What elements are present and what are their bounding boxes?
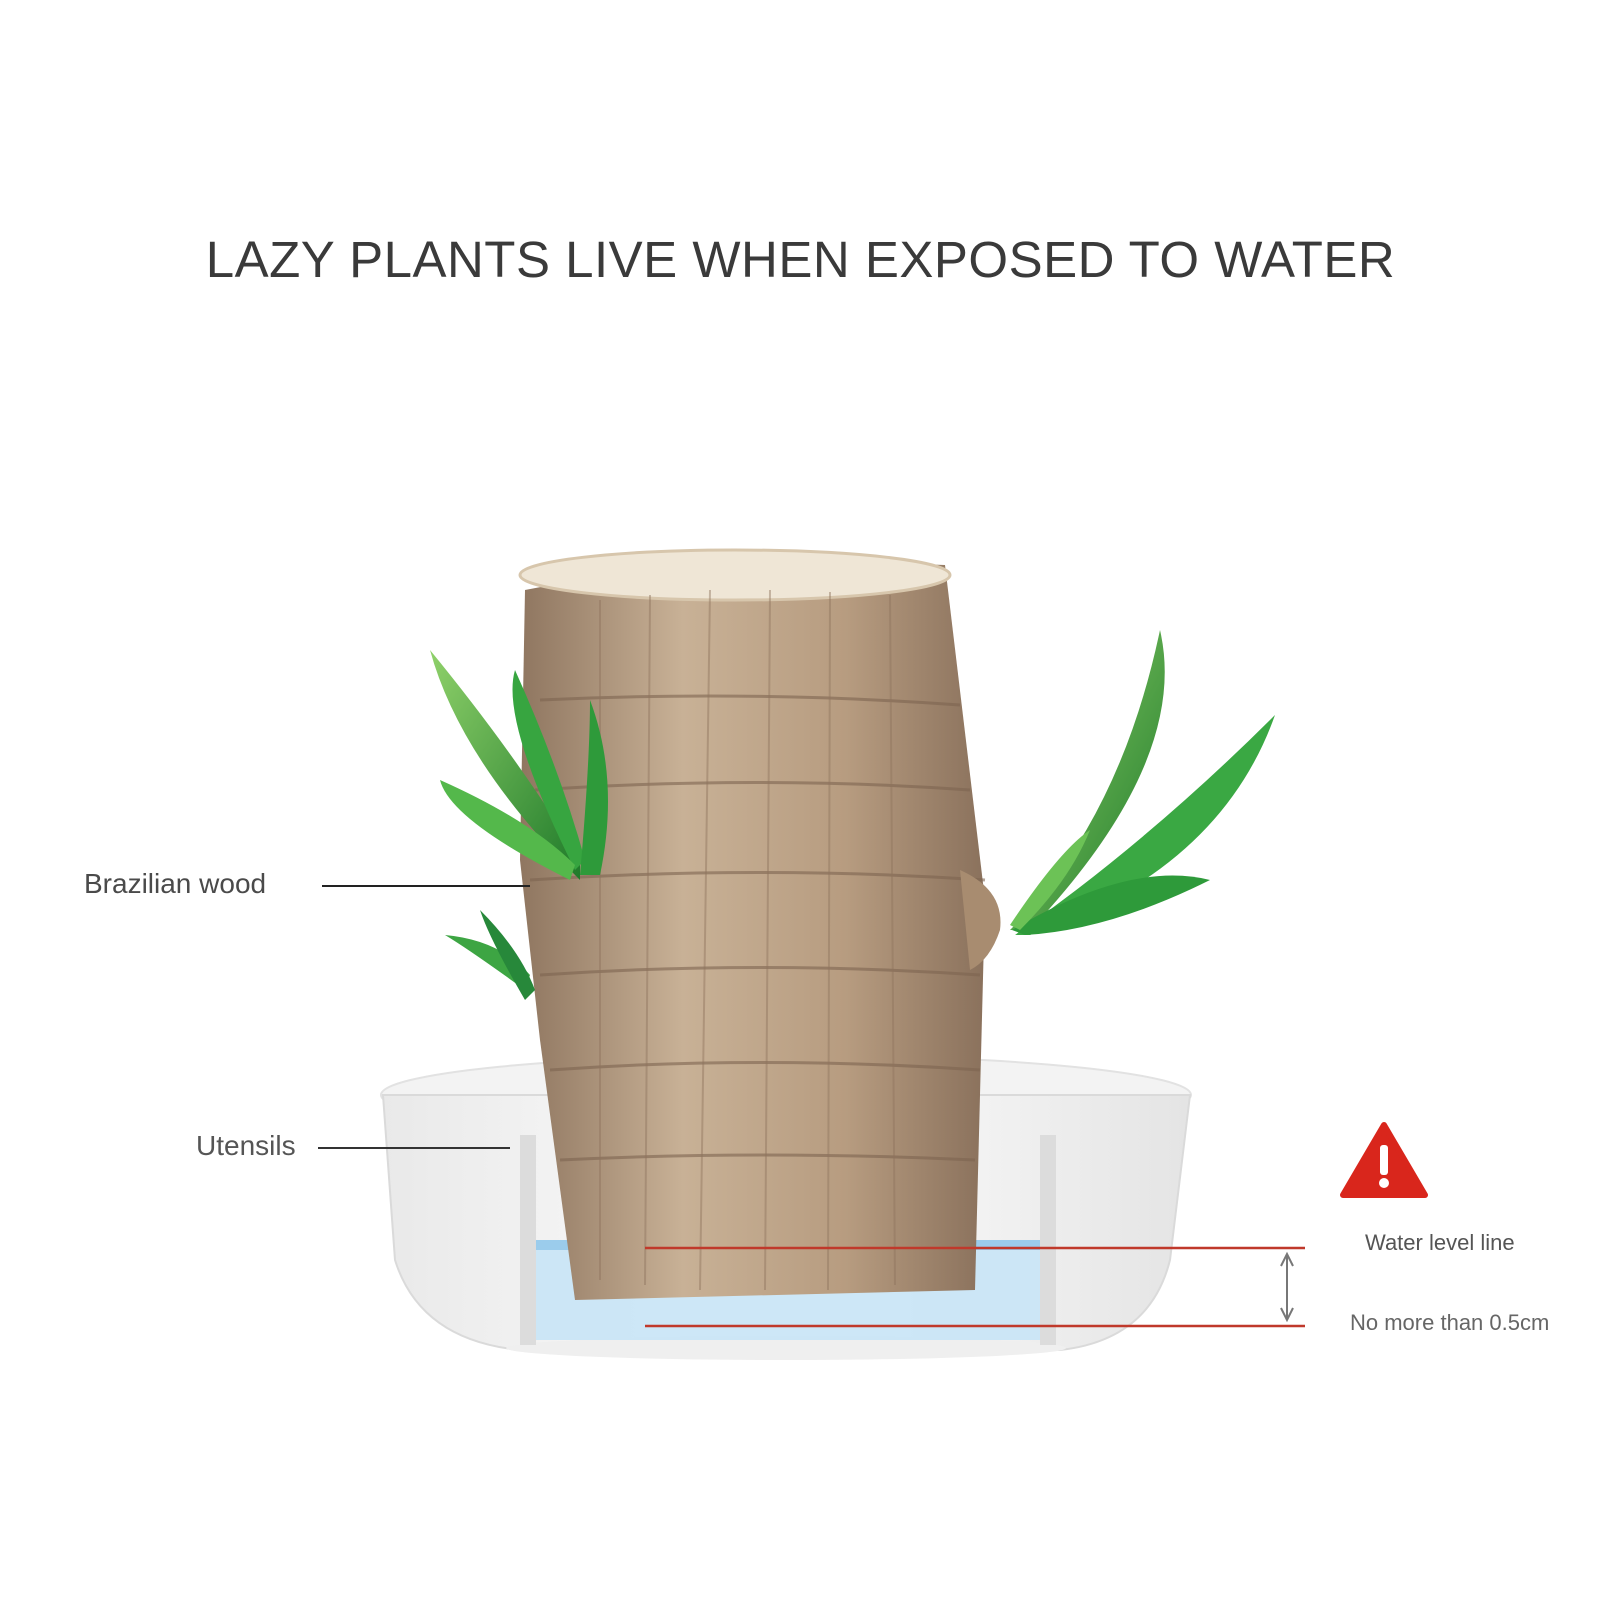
- water-level-label: Water level line: [1365, 1230, 1515, 1255]
- utensils-label: Utensils: [196, 1130, 296, 1161]
- sprout-leaves-left: [430, 650, 608, 1000]
- page-title: LAZY PLANTS LIVE WHEN EXPOSED TO WATER: [205, 231, 1396, 288]
- brazilian-wood-label: Brazilian wood: [84, 868, 267, 899]
- depth-arrow-icon: [1280, 1251, 1294, 1323]
- max-depth-label: No more than 0.5cm: [1350, 1310, 1550, 1335]
- sprout-leaves-right: [1010, 630, 1275, 935]
- warning-triangle-icon: [1340, 1122, 1428, 1198]
- brazilian-wood-trunk: [518, 548, 1001, 1300]
